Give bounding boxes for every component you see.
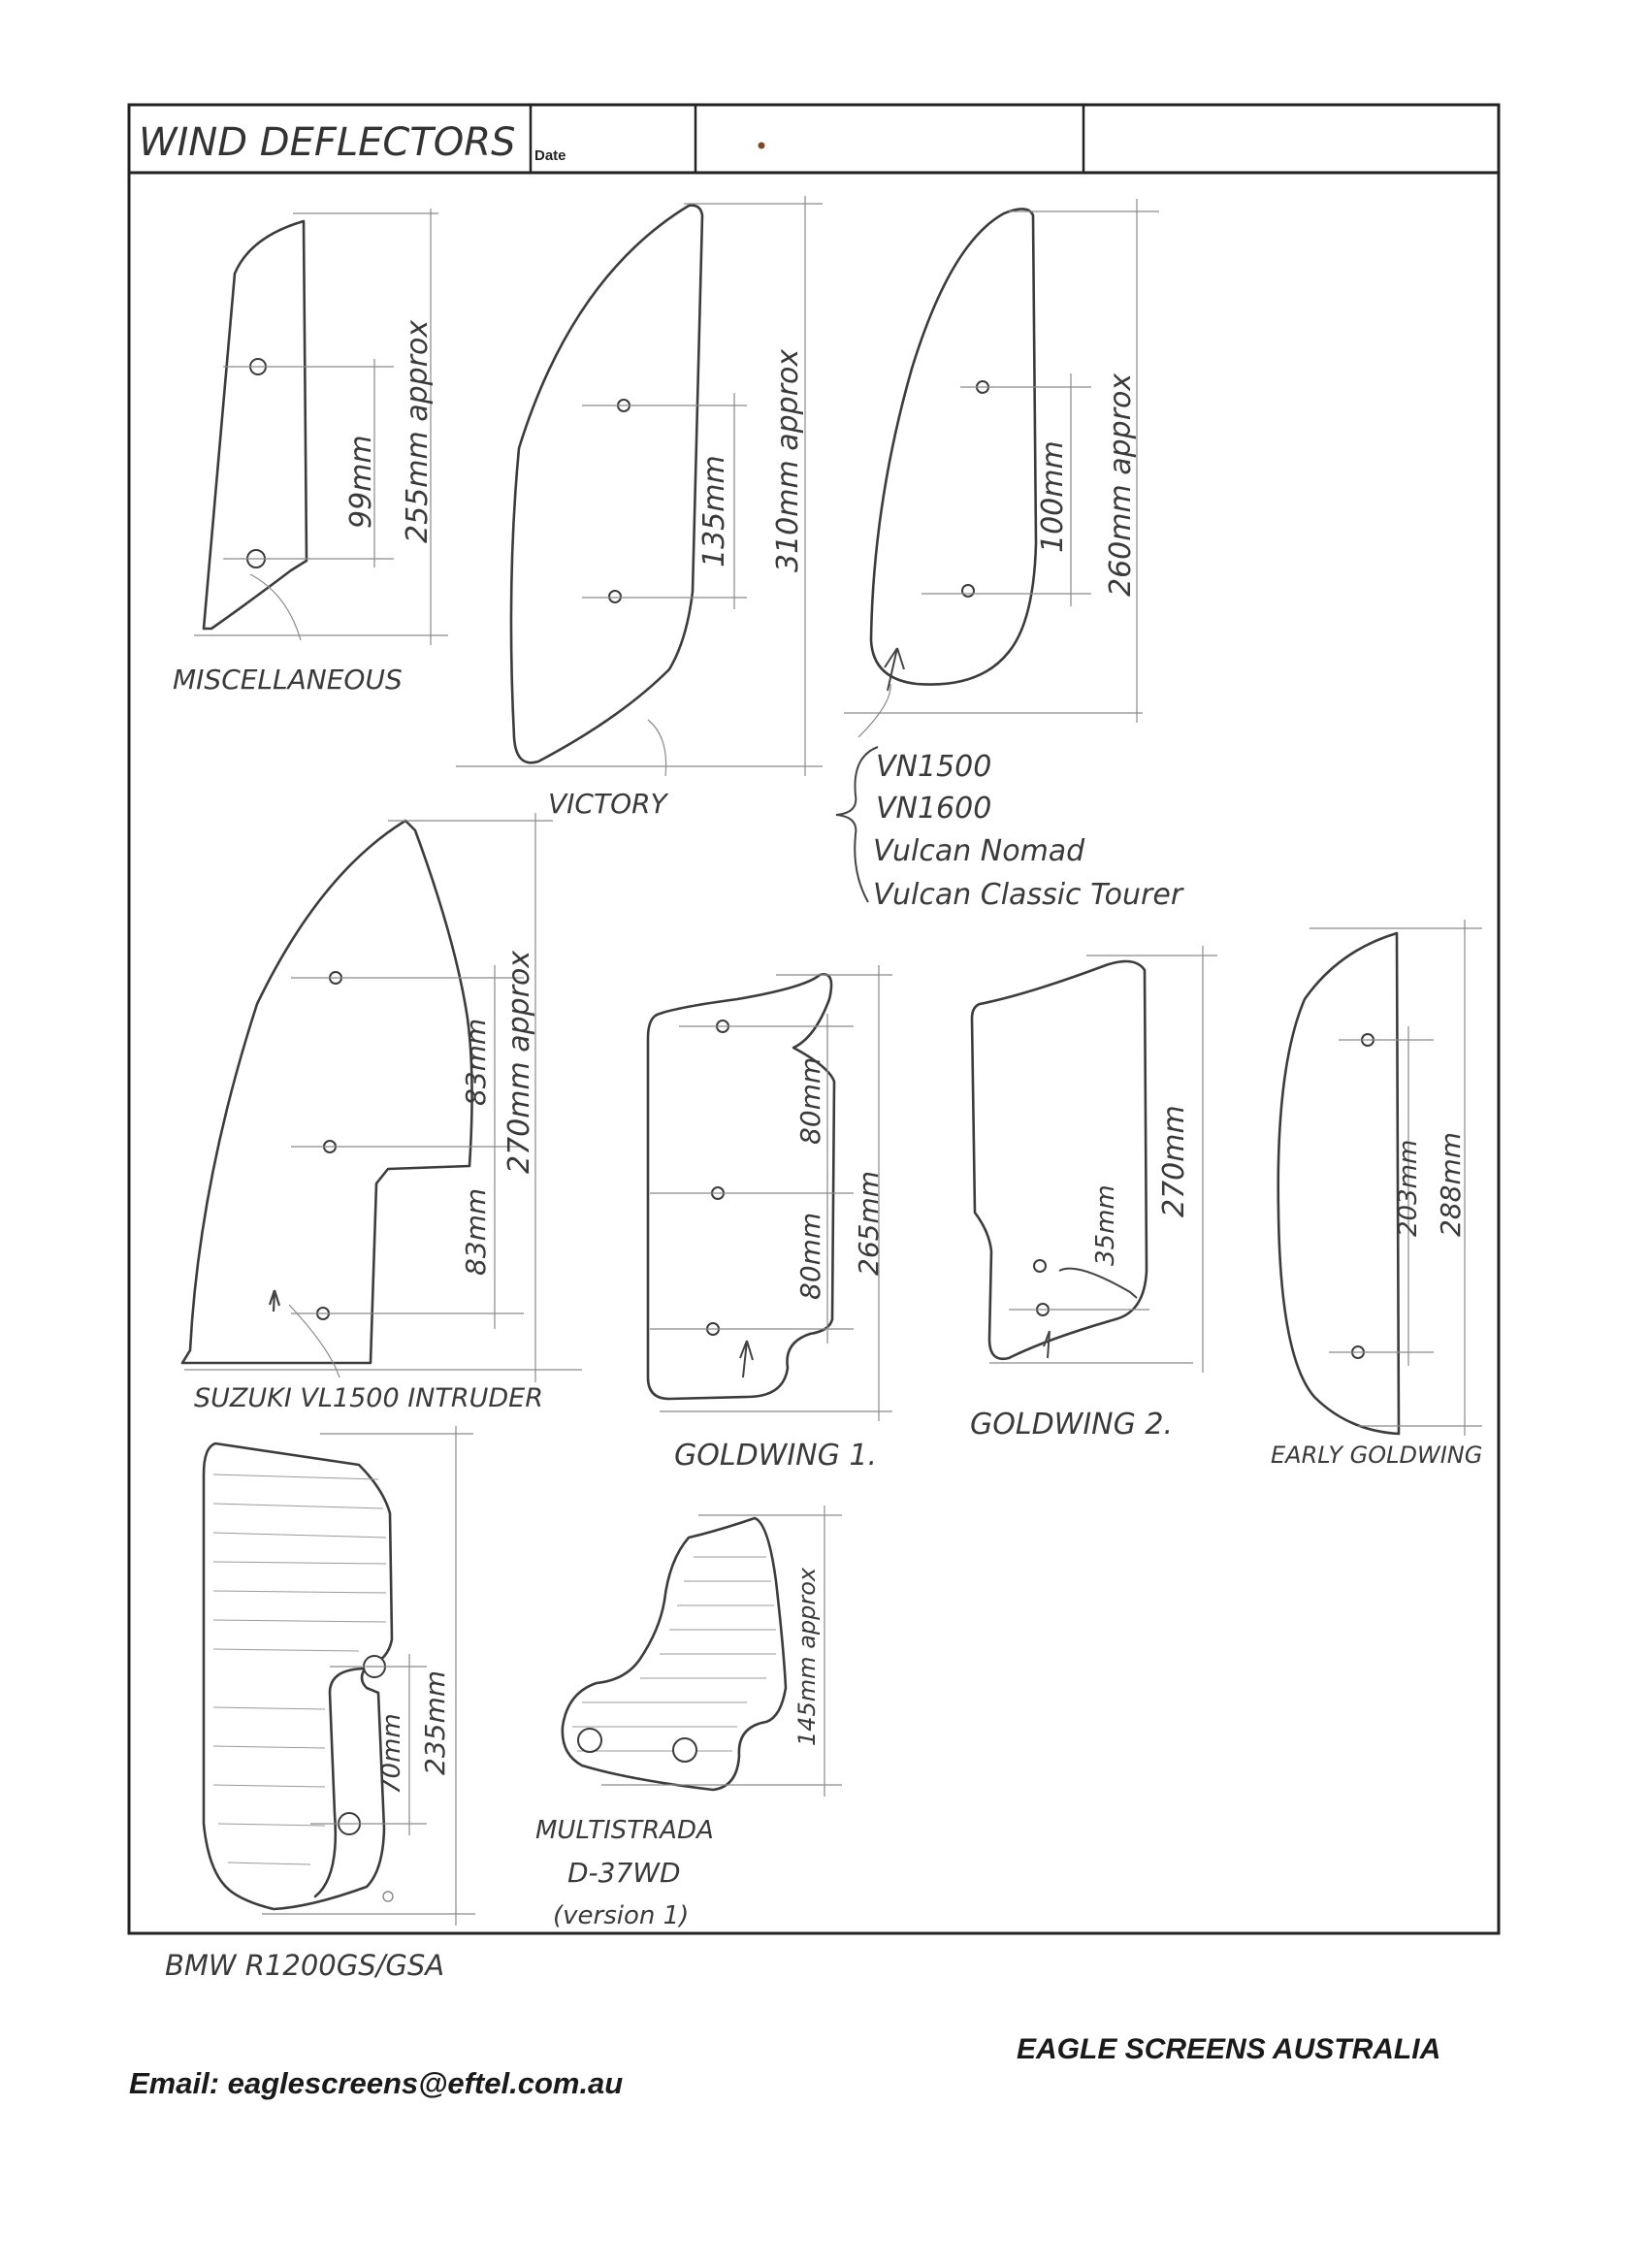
dim-multistrada-145: 145mm approx [793, 1567, 821, 1746]
dim-early-288: 288mm [1435, 1132, 1467, 1237]
dim-misc-255: 255mm approx [401, 320, 435, 543]
drawing-multistrada: 145mm approx MULTISTRADA D-37WD (version… [535, 1506, 842, 1930]
label-multistrada-2: D-37WD [567, 1857, 681, 1889]
label-goldwing1: GOLDWING 1. [674, 1439, 877, 1473]
dim-goldwing1-80a: 80mm [794, 1057, 826, 1145]
drawing-goldwing1: 80mm 80mm 265mm GOLDWING 1. [646, 965, 892, 1473]
bmw-hatching [212, 1474, 387, 1865]
ink-dot [758, 142, 765, 149]
dim-vulcan-100: 100mm [1036, 440, 1070, 553]
company-name: EAGLE SCREENS AUSTRALIA [1017, 2033, 1441, 2065]
sheet-title: WIND DEFLECTORS [139, 120, 515, 165]
dim-suzuki-270: 270mm approx [502, 951, 536, 1174]
drawing-vulcan: 100mm 260mm approx VN1500 VN1600 Vulcan … [835, 199, 1184, 912]
label-vulcan-1: VN1500 [876, 750, 991, 784]
label-bmw: BMW R1200GS/GSA [165, 1949, 444, 1982]
drawing-victory: 135mm 310mm approx VICTORY [456, 196, 823, 820]
label-vulcan-2: VN1600 [876, 792, 991, 826]
drawing-goldwing2: 35mm 270mm GOLDWING 2. [970, 946, 1217, 1442]
drawing-early-goldwing: 203mm 288mm EARLY GOLDWING [1271, 920, 1482, 1469]
date-label: Date [534, 147, 566, 164]
label-victory: VICTORY [548, 788, 669, 820]
dim-victory-310: 310mm approx [771, 349, 805, 572]
dim-suzuki-83b: 83mm [460, 1188, 492, 1276]
label-vulcan-3: Vulcan Nomad [873, 834, 1085, 868]
label-multistrada-3: (version 1) [553, 1901, 689, 1930]
dim-goldwing2-35: 35mm [1091, 1184, 1120, 1266]
label-goldwing2: GOLDWING 2. [970, 1408, 1173, 1442]
label-early-goldwing: EARLY GOLDWING [1271, 1442, 1482, 1469]
dim-vulcan-260: 260mm approx [1104, 373, 1138, 597]
sheet-frame [127, 103, 1501, 1935]
drawing-bmw: 70mm 235mm BMW R1200GS/GSA [165, 1426, 475, 1982]
label-suzuki: SUZUKI VL1500 INTRUDER [194, 1383, 543, 1413]
label-vulcan-4: Vulcan Classic Tourer [873, 878, 1184, 912]
label-misc: MISCELLANEOUS [173, 664, 403, 696]
dim-goldwing1-80b: 80mm [794, 1213, 826, 1300]
dim-misc-99: 99mm [344, 435, 378, 529]
contact-email: Email: eaglescreens@eftel.com.au [129, 2066, 624, 2100]
drawing-suzuki: 83mm 83mm 270mm approx SUZUKI VL1500 INT… [180, 813, 582, 1413]
multistrada-hatching [572, 1556, 776, 1752]
dim-goldwing2-270: 270mm [1157, 1105, 1191, 1217]
dim-early-203: 203mm [1394, 1140, 1423, 1237]
dim-suzuki-83a: 83mm [460, 1019, 492, 1106]
dim-bmw-235: 235mm [419, 1670, 451, 1775]
dim-bmw-70: 70mm [377, 1713, 406, 1795]
dim-goldwing1-265: 265mm [853, 1171, 885, 1276]
label-multistrada-1: MULTISTRADA [535, 1816, 714, 1845]
dim-victory-135: 135mm [697, 455, 731, 567]
drawing-misc: 99mm 255mm approx MISCELLANEOUS [173, 209, 448, 696]
